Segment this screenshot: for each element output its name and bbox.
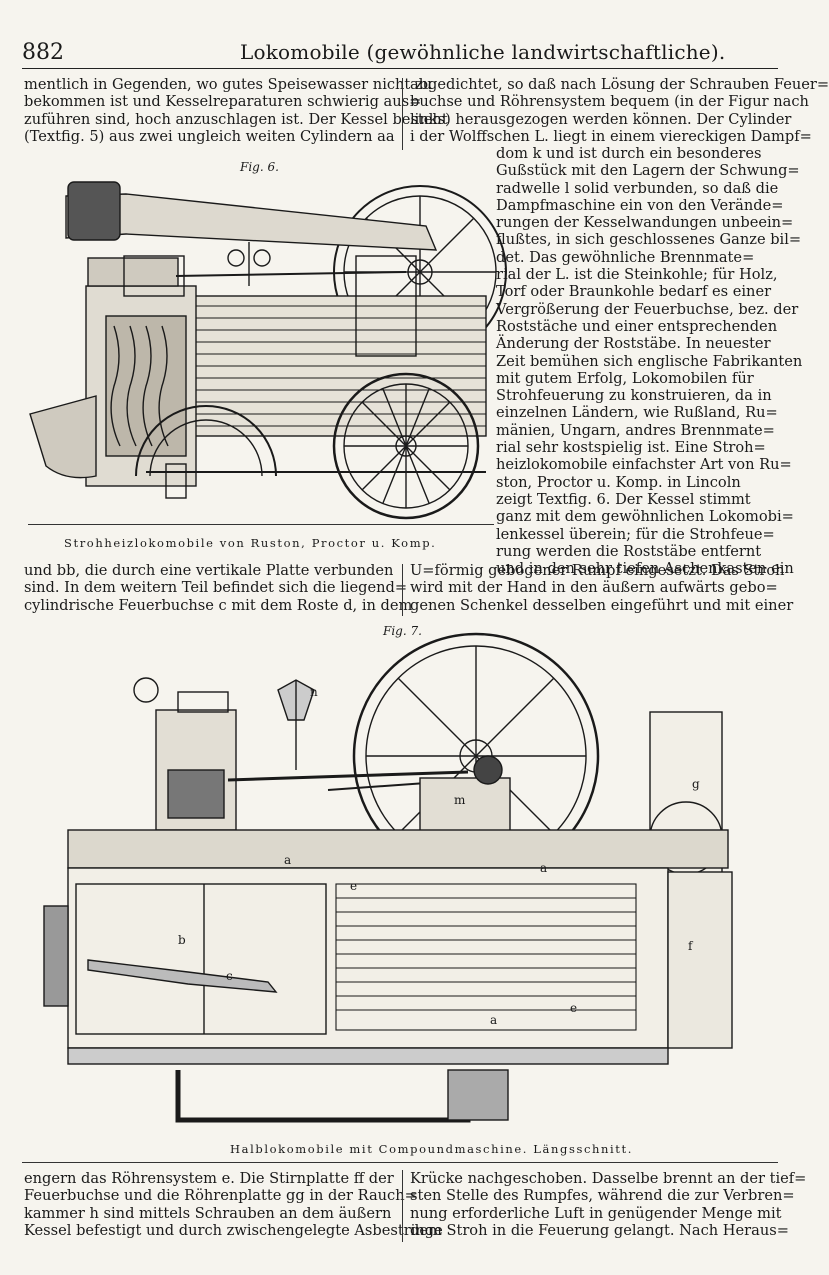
fig7-letter-a: a	[540, 861, 547, 875]
text-line: Roststäche und einer entsprechenden	[496, 317, 778, 335]
fig7-letter-a: a	[490, 1013, 497, 1027]
text-line: Änderung der Roststäbe. In neuester	[496, 335, 771, 353]
encyclopedia-page: 882 Lokomobile (gewöhnliche landwirtscha…	[22, 40, 829, 1242]
text-line: kammer h sind mittels Schrauben an dem ä…	[24, 1204, 392, 1222]
text-line: i der Wolffschen L. liegt in einem viere…	[410, 127, 812, 145]
fig7-label: Fig. 7.	[383, 624, 422, 638]
column-rule	[402, 564, 403, 616]
text-line: dem Stroh in die Feuerung gelangt. Nach …	[410, 1221, 789, 1239]
text-line: zuführen sind, hoch anzuschlagen ist. De…	[24, 110, 448, 128]
left-column-bottom: engern das Röhrensystem e. Die Stirnplat…	[24, 1170, 443, 1239]
column-rule	[402, 78, 403, 150]
text-line: buchse und Röhrensystem bequem (in der F…	[410, 93, 809, 111]
text-line: bekommen ist und Kesselreparaturen schwi…	[24, 93, 422, 111]
fig7-letter-a: a	[284, 853, 291, 867]
text-line: rungen der Kesselwandungen unbeein=	[496, 214, 794, 232]
text-line: Kessel befestigt und durch zwischengeleg…	[24, 1221, 443, 1239]
text-line: Krücke nachgeschoben. Dasselbe brennt an…	[410, 1170, 807, 1187]
text-line: und in den sehr tiefen Aschenkasten ein	[496, 560, 794, 578]
text-line: und bb, die durch eine vertikale Platte …	[24, 562, 394, 579]
text-line: engern das Röhrensystem e. Die Stirnplat…	[24, 1170, 394, 1187]
text-line: zeigt Textfig. 6. Der Kessel stimmt	[496, 490, 751, 508]
text-line: sten Stelle des Rumpfes, während die zur…	[410, 1187, 795, 1205]
text-line: ganz mit dem gewöhnlichen Lokomobi=	[496, 508, 794, 526]
fig7-letter-e: e	[570, 1001, 577, 1015]
fig6-caption: Strohheizlokomobile von Ruston, Proctor …	[64, 536, 437, 550]
fig6-rule	[28, 524, 494, 525]
header-rule	[22, 68, 778, 69]
text-line: mänien, Ungarn, andres Brennmate=	[496, 421, 775, 439]
fig7-letter-n: n	[310, 685, 318, 699]
text-line: rung werden die Roststäbe entfernt	[496, 542, 762, 560]
fig7-caption: Halblokomobile mit Compoundmaschine. Län…	[230, 1142, 633, 1156]
text-line: Dampfmaschine ein von den Verände=	[496, 196, 784, 214]
right-column-top: abgedichtet, so daß nach Lösung der Schr…	[410, 76, 829, 145]
text-line: Feuerbuchse und die Röhrenplatte gg in d…	[24, 1187, 417, 1205]
text-line: flußtes, in sich geschlossenes Ganze bil…	[496, 231, 802, 249]
fig7-letter-b: b	[178, 933, 186, 947]
text-line: ston, Proctor u. Komp. in Lincoln	[496, 473, 741, 491]
text-line: det. Das gewöhnliche Brennmate=	[496, 248, 755, 266]
fig7-letter-f: f	[688, 939, 694, 953]
right-column-mid: U=förmig gebogener Rumpf eingesetzt. Das…	[410, 562, 794, 614]
fig6-illustration	[29, 181, 507, 520]
fig7-illustration: n m g a a e b c f a e	[43, 632, 733, 1123]
text-line: mentlich in Gegenden, wo gutes Speisewas…	[24, 76, 433, 93]
text-line: Strohfeuerung zu konstruieren, da in	[496, 387, 772, 405]
column-rule	[402, 1170, 403, 1242]
text-line: rial der L. ist die Steinkohle; für Holz…	[496, 266, 778, 284]
text-line: Vergrößerung der Feuerbuchse, bez. der	[496, 300, 799, 318]
text-line: nung erforderliche Luft in genügender Me…	[410, 1204, 782, 1222]
text-line: (Textfig. 5) aus zwei ungleich weiten Cy…	[24, 127, 395, 145]
text-line: Gußstück mit den Lagern der Schwung=	[496, 162, 800, 180]
text-line: links) herausgezogen werden können. Der …	[410, 110, 792, 128]
text-line: sind. In dem weitern Teil befindet sich …	[24, 579, 408, 597]
fig7-letter-m: m	[454, 793, 466, 807]
text-line: rial sehr kostspielig ist. Eine Stroh=	[496, 439, 766, 457]
fig7-letter-g: g	[692, 777, 700, 791]
text-line: wird mit der Hand in den äußern aufwärts…	[410, 579, 778, 597]
text-line: lenkessel überein; für die Strohfeue=	[496, 525, 775, 543]
text-line: Torf oder Braunkohle bedarf es einer	[496, 283, 772, 301]
text-line: dom k und ist durch ein besonderes	[496, 145, 762, 162]
fig7-letter-e: e	[350, 879, 357, 893]
page-number: 882	[22, 40, 64, 65]
text-line: genen Schenkel desselben eingeführt und …	[410, 596, 794, 614]
text-line: heizlokomobile einfachster Art von Ru=	[496, 456, 792, 474]
text-line: U=förmig gebogener Rumpf eingesetzt. Das…	[410, 562, 785, 579]
text-line: radwelle l solid verbunden, so daß die	[496, 179, 779, 197]
text-line: mit gutem Erfolg, Lokomobilen für	[496, 369, 754, 387]
left-column-mid: und bb, die durch eine vertikale Platte …	[24, 562, 413, 614]
fig7-letter-c: c	[226, 969, 233, 983]
text-line: cylindrische Feuerbuchse c mit dem Roste…	[24, 596, 413, 614]
running-title: Lokomobile (gewöhnliche landwirtschaftli…	[240, 40, 726, 64]
right-column-bottom: Krücke nachgeschoben. Dasselbe brennt an…	[410, 1170, 807, 1239]
left-column-top: mentlich in Gegenden, wo gutes Speisewas…	[24, 76, 448, 145]
fig7-rule	[22, 1162, 778, 1163]
right-column-narrow: dom k und ist durch ein besonderes Gußst…	[496, 145, 803, 578]
text-line: Zeit bemühen sich englische Fabrikanten	[496, 352, 803, 370]
text-line: einzelnen Ländern, wie Rußland, Ru=	[496, 404, 778, 422]
text-line: abgedichtet, so daß nach Lösung der Schr…	[410, 76, 829, 93]
fig6-label: Fig. 6.	[240, 160, 279, 174]
